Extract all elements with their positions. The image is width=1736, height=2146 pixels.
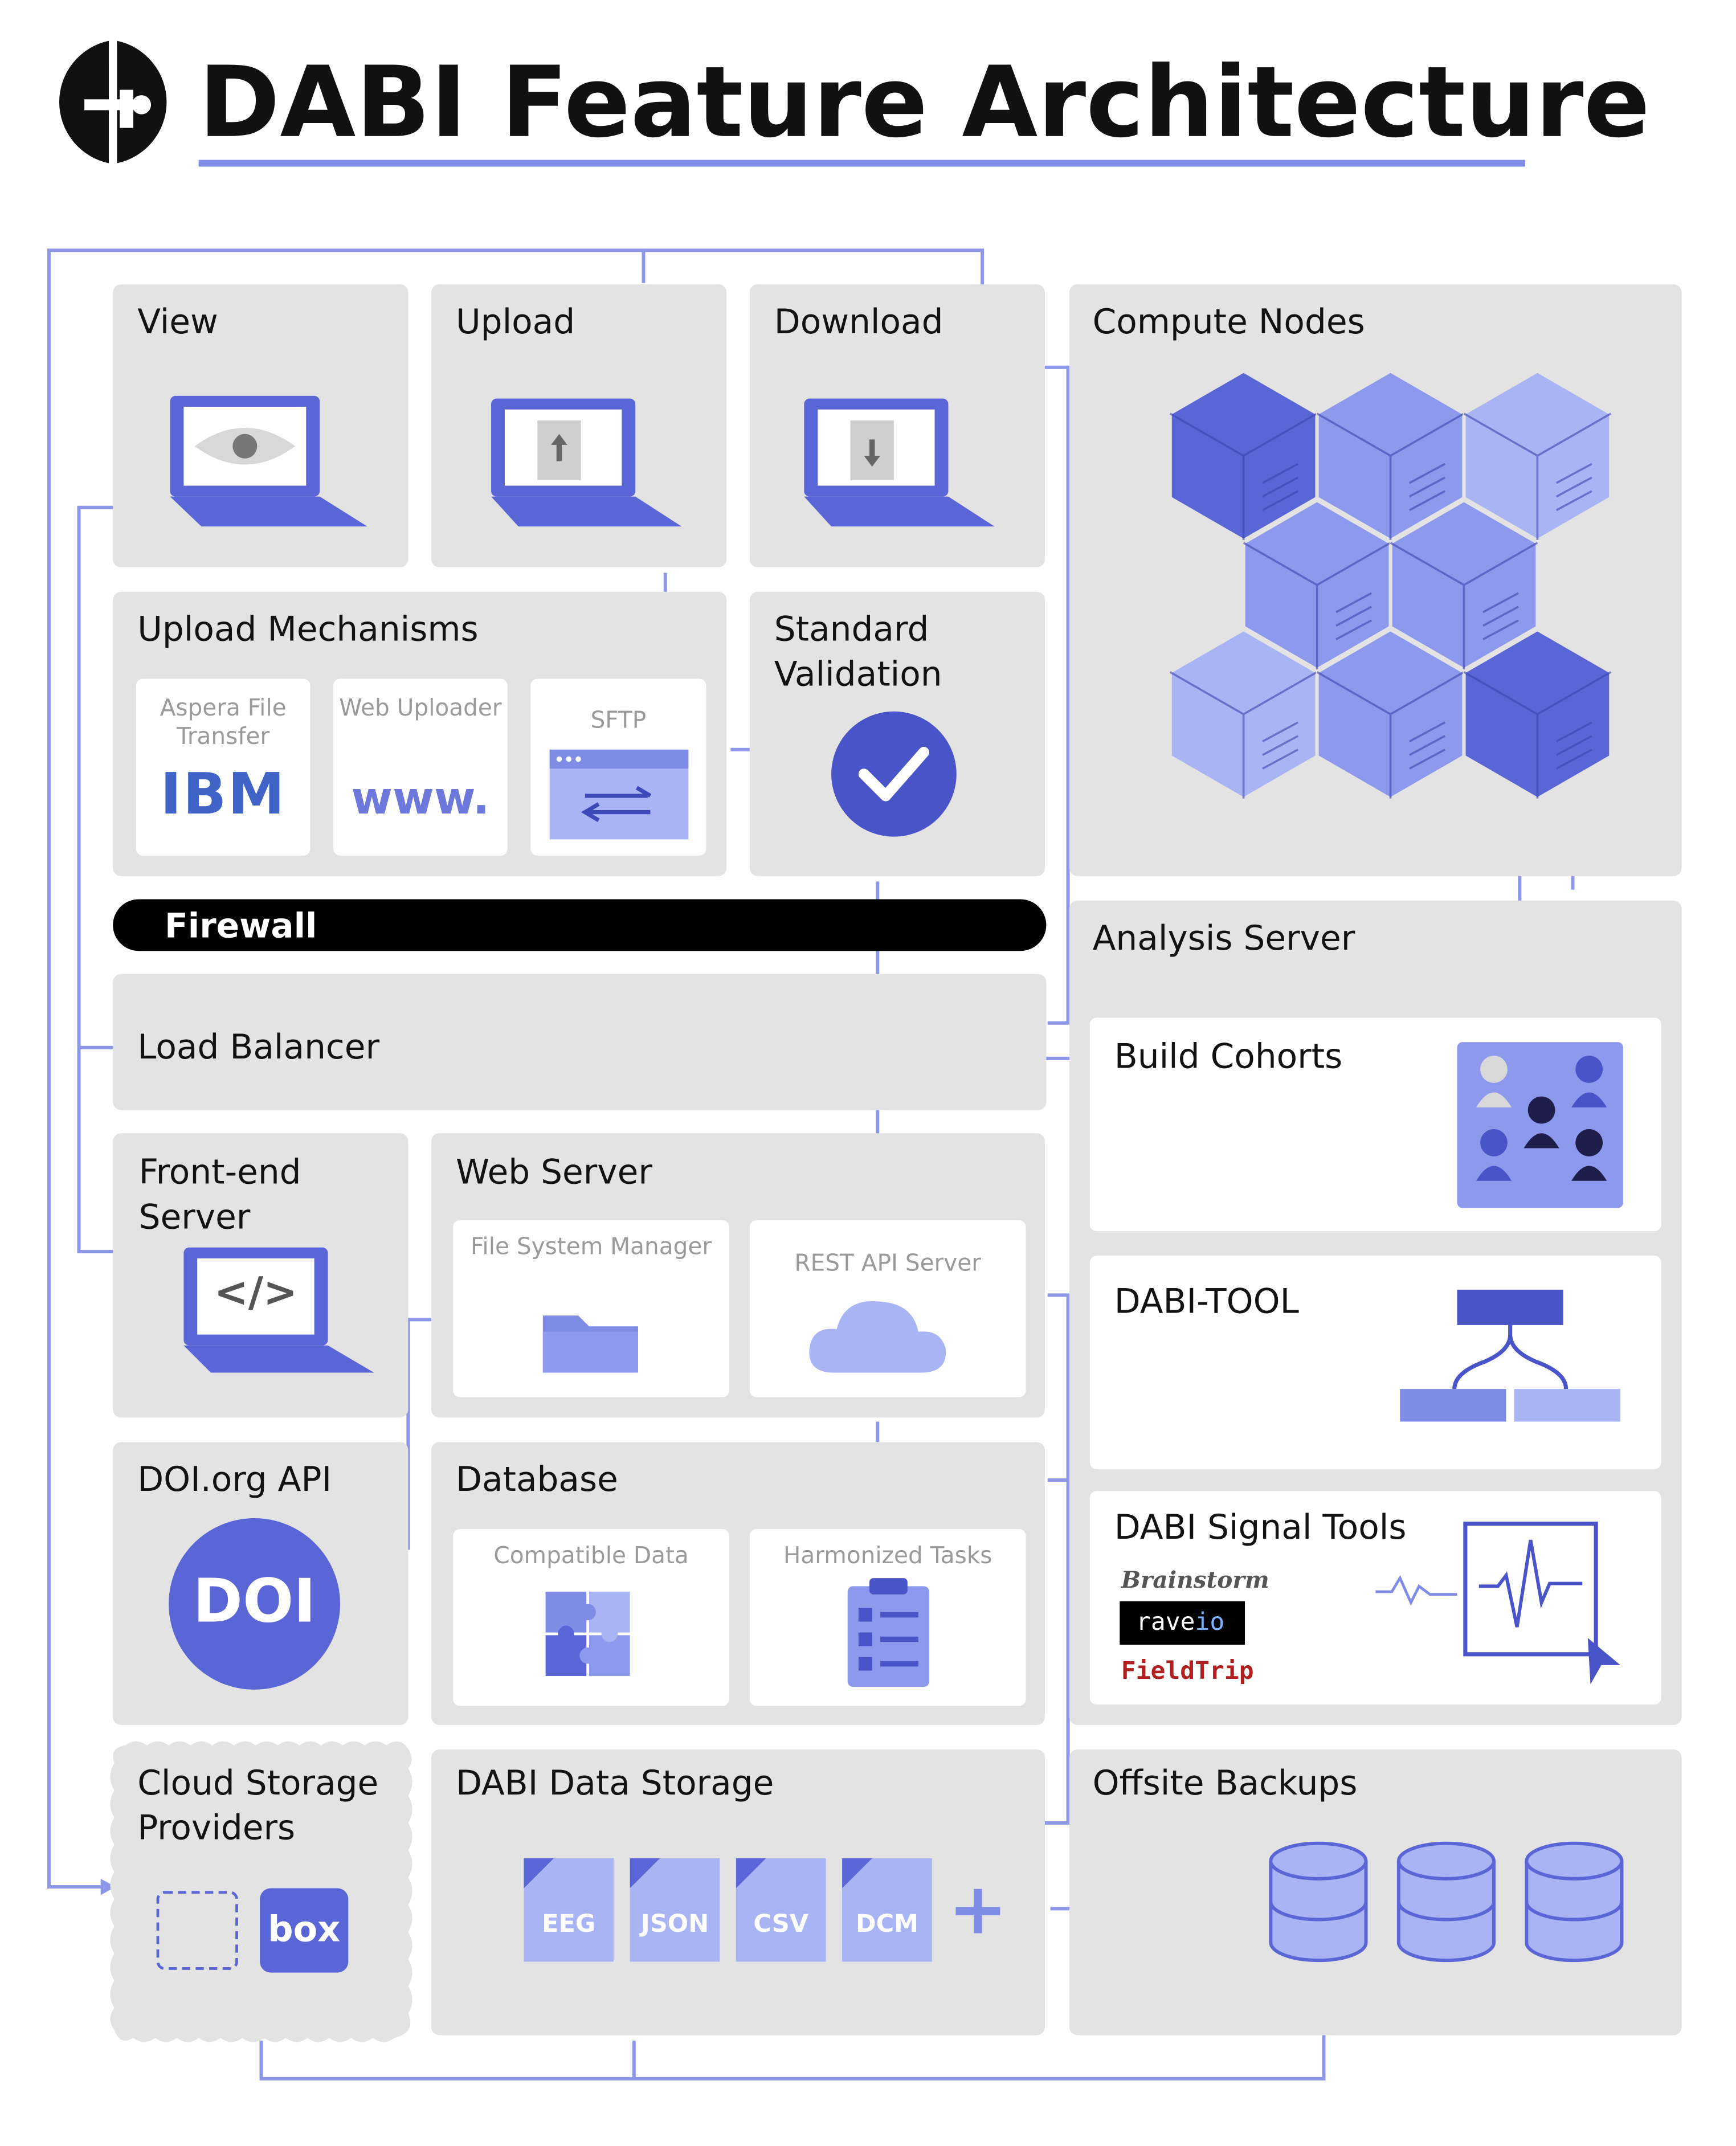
offsite-backups-box: Offsite Backups <box>1069 1749 1682 2035</box>
ibm-logo: IBM <box>160 760 287 827</box>
dabi-tool-label: DABI-TOOL <box>1114 1281 1299 1321</box>
view-label: View <box>137 302 218 342</box>
firewall-bar: Firewall <box>113 899 1047 951</box>
cloud-storage-box: Cloud Storage Providers box <box>113 1749 408 2038</box>
box-logo: box <box>260 1888 349 1973</box>
aspera-card[interactable]: Aspera File Transfer IBM <box>136 678 311 856</box>
load-balancer-label: Load Balancer <box>137 1027 380 1067</box>
checkmark-icon <box>831 711 957 837</box>
laptop-code-icon <box>183 1247 374 1373</box>
database-cylinders-icon <box>1269 1841 1624 1963</box>
doi-api-label: DOI.org API <box>137 1460 332 1499</box>
file-dcm-icon: DCM <box>842 1858 932 1962</box>
rest-api-server-label: REST API Server <box>794 1250 981 1278</box>
aspera-label: Aspera File Transfer <box>160 695 287 751</box>
build-cohorts-label: Build Cohorts <box>1114 1036 1343 1076</box>
doi-logo-text: DOI <box>193 1567 316 1637</box>
web-uploader-card[interactable]: Web Uploader www. <box>333 678 508 856</box>
compute-node-3 <box>1463 370 1612 542</box>
file-csv-icon: CSV <box>736 1858 826 1962</box>
file-type-label: JSON <box>640 1910 709 1939</box>
frontend-server-box: Front-end Server </> <box>113 1133 409 1418</box>
build-cohorts-card[interactable]: Build Cohorts <box>1089 1017 1661 1232</box>
checklist-icon <box>847 1578 930 1687</box>
upload-label: Upload <box>455 302 575 342</box>
laptop-upload-icon <box>491 398 682 527</box>
upload-box[interactable]: Upload <box>431 284 727 567</box>
database-label: Database <box>455 1460 618 1499</box>
analysis-server-label: Analysis Server <box>1092 918 1355 958</box>
offsite-backups-label: Offsite Backups <box>1092 1763 1358 1803</box>
compute-node-cubes <box>1169 370 1612 800</box>
compatible-data-label: Compatible Data <box>493 1542 689 1570</box>
standard-validation-box: Standard Validation <box>749 591 1045 876</box>
code-glyph: </> <box>214 1269 298 1317</box>
brainstorm-logo: Brainstorm <box>1121 1567 1269 1595</box>
raveio-logo: raveio <box>1120 1601 1245 1645</box>
cloud-storage-shape <box>110 1741 412 2042</box>
people-group-icon <box>1457 1042 1623 1208</box>
compute-nodes-label: Compute Nodes <box>1092 302 1365 342</box>
folder-icon <box>542 1315 638 1373</box>
standard-validation-label: Standard Validation <box>774 609 942 694</box>
raveio-rave: rave <box>1135 1608 1195 1637</box>
database-box: Database Compatible Data Harmonized Task… <box>431 1442 1045 1725</box>
puzzle-icon <box>545 1591 630 1677</box>
laptop-eye-icon <box>170 395 367 527</box>
fieldtrip-logo: FieldTrip <box>1121 1657 1254 1686</box>
firewall-label: Firewall <box>164 906 317 946</box>
dabi-tool-card[interactable]: DABI-TOOL <box>1089 1256 1661 1470</box>
compute-node-6 <box>1169 628 1318 800</box>
raveio-io: io <box>1195 1608 1225 1637</box>
sftp-window-icon <box>549 749 689 840</box>
file-type-label: DCM <box>855 1910 918 1939</box>
compute-node-8 <box>1463 628 1612 800</box>
doi-logo-icon <box>169 1518 340 1690</box>
harmonized-tasks-card[interactable]: Harmonized Tasks <box>749 1529 1026 1706</box>
file-system-manager-card[interactable]: File System Manager <box>453 1220 729 1397</box>
file-eeg-icon: EEG <box>524 1858 614 1962</box>
doi-api-box: DOI.org API DOI <box>113 1442 409 1725</box>
compute-nodes-box: Compute Nodes <box>1069 284 1682 876</box>
file-json-icon: JSON <box>630 1858 720 1962</box>
dabi-logo-icon <box>59 40 167 163</box>
sftp-card[interactable]: SFTP <box>530 678 706 856</box>
web-server-label: Web Server <box>455 1152 652 1192</box>
sftp-label: SFTP <box>590 707 647 735</box>
placeholder-provider-icon <box>156 1891 238 1970</box>
file-system-manager-label: File System Manager <box>471 1233 712 1261</box>
compatible-data-card[interactable]: Compatible Data <box>453 1529 729 1706</box>
file-type-label: CSV <box>753 1910 808 1939</box>
file-type-label: EEG <box>542 1910 596 1939</box>
compute-node-5 <box>1389 499 1539 671</box>
page-title: DABI Feature Architecture <box>198 44 1651 160</box>
data-storage-box: DABI Data Storage EEG JSON CSV DCM + <box>431 1749 1045 2035</box>
signal-monitor-icon <box>1375 1521 1621 1685</box>
upload-mechanisms-label: Upload Mechanisms <box>137 609 479 649</box>
web-server-box: Web Server File System Manager REST API … <box>431 1133 1045 1418</box>
laptop-download-icon <box>804 398 995 527</box>
download-box[interactable]: Download <box>749 284 1045 567</box>
frontend-server-label: Front-end Server <box>138 1152 301 1237</box>
web-uploader-label: Web Uploader <box>339 695 502 723</box>
dabi-signal-tools-card[interactable]: DABI Signal Tools Brainstorm raveio Fiel… <box>1089 1491 1661 1705</box>
compute-node-2 <box>1316 370 1465 542</box>
view-box: View <box>113 284 409 567</box>
download-label: Download <box>774 302 943 342</box>
dabi-signal-tools-label: DABI Signal Tools <box>1114 1507 1407 1547</box>
cloud-storage-label: Cloud Storage Providers <box>137 1763 379 1847</box>
www-logo: www. <box>351 771 490 825</box>
rest-api-server-card[interactable]: REST API Server <box>749 1220 1026 1397</box>
upload-mechanisms-box: Upload Mechanisms Aspera File Transfer I… <box>113 591 727 876</box>
load-balancer-box: Load Balancer <box>113 974 1047 1110</box>
cloud-icon <box>809 1301 946 1373</box>
analysis-server-box: Analysis Server Build Cohorts DABI-TOOL <box>1069 900 1682 1725</box>
plus-sign: + <box>948 1869 1008 1951</box>
data-storage-label: DABI Data Storage <box>455 1763 774 1803</box>
harmonized-tasks-label: Harmonized Tasks <box>783 1542 992 1570</box>
hierarchy-icon <box>1400 1289 1621 1422</box>
